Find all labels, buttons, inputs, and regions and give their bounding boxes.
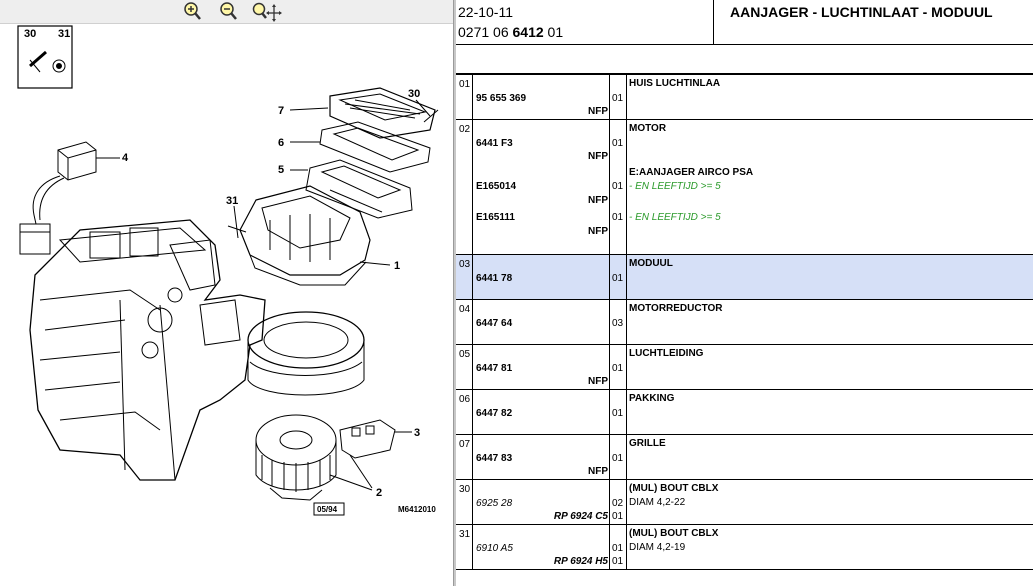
diagram-code: M6412010	[398, 505, 436, 514]
panel-splitter[interactable]	[453, 0, 456, 586]
part-name: MOTOR	[629, 123, 667, 134]
zoom-in-icon[interactable]	[181, 1, 203, 22]
row-index: 02	[459, 124, 471, 135]
condition-note: - EN LEEFTIJD >= 5	[629, 181, 721, 192]
page-title: AANJAGER - LUCHTINLAAT - MODUUL	[730, 4, 993, 20]
callout-6: 6	[278, 137, 284, 149]
quantity: 03	[612, 318, 624, 329]
quantity: 01	[612, 543, 624, 554]
table-row[interactable]: 05 6447 81 NFP 01 LUCHTLEIDING	[456, 345, 1033, 390]
row-index: 31	[459, 529, 471, 540]
table-row-selected[interactable]: 03 6441 78 01 MODUUL	[456, 255, 1033, 300]
quantity: 01	[612, 363, 624, 374]
part-info: DIAM 4,2-19	[629, 542, 686, 553]
part-name: GRILLE	[629, 438, 666, 449]
table-row[interactable]: 30 6925 28 RP 6924 C5 02 01 (MUL) BOUT C…	[456, 480, 1033, 525]
part-reference: 6925 28	[476, 498, 513, 509]
part-reference: 6910 A5	[476, 543, 513, 554]
part-reference: 6447 82	[476, 408, 513, 419]
quantity-secondary: 01	[612, 511, 624, 522]
table-row[interactable]: 31 6910 A5 RP 6924 H5 01 01 (MUL) BOUT C…	[456, 525, 1033, 570]
nfp-flag: NFP	[588, 195, 608, 206]
parts-list-panel: 22-10-11 0271 06 6412 01 AANJAGER - LUCH…	[456, 0, 1033, 586]
condition-note: - EN LEEFTIJD >= 5	[629, 212, 721, 223]
table-row[interactable]: 06 6447 82 01 PAKKING	[456, 390, 1033, 435]
callout-1: 1	[394, 260, 400, 272]
zoom-pan-icon[interactable]	[250, 1, 282, 22]
quantity: 01	[612, 408, 624, 419]
callout-4: 4	[122, 152, 129, 164]
part-name: PAKKING	[629, 393, 675, 404]
nfp-flag: NFP	[588, 466, 608, 477]
nfp-flag: NFP	[588, 226, 608, 237]
callout-2: 2	[376, 487, 382, 499]
diagram-date-stamp: 05/94	[317, 505, 338, 514]
quantity: 02	[612, 498, 624, 509]
callout-31: 31	[58, 28, 70, 40]
quantity: 01	[612, 273, 624, 284]
table-row[interactable]: 02 6441 F3 NFP 01 MOTOR E:AANJAGER AIRCO…	[456, 120, 1033, 255]
callout-3: 3	[414, 427, 420, 439]
table-row[interactable]: 07 6447 83 NFP 01 GRILLE	[456, 435, 1033, 480]
callout-30: 30	[24, 28, 36, 40]
quantity: 01	[612, 181, 624, 192]
part-name: (MUL) BOUT CBLX	[629, 528, 719, 539]
callout-5: 5	[278, 164, 284, 176]
quantity: 01	[612, 212, 624, 223]
part-name: (MUL) BOUT CBLX	[629, 483, 719, 494]
diagram-toolbar	[0, 0, 453, 24]
row-index: 06	[459, 394, 471, 405]
table-row[interactable]: 01 95 655 369 NFP 01 HUIS LUCHTINLAA	[456, 75, 1033, 120]
exploded-view-drawing: 30 31 4 7 6 5 30 31 1 3 2 05/94 M6412010	[17, 25, 439, 516]
quantity-secondary: 01	[612, 556, 624, 567]
table-row[interactable]: 04 6447 64 03 MOTORREDUCTOR	[456, 300, 1033, 345]
part-name: MODUUL	[629, 258, 673, 269]
callout-30-top: 30	[408, 88, 420, 100]
part-reference: 6447 81	[476, 363, 513, 374]
part-name: MOTORREDUCTOR	[629, 303, 723, 314]
replacement-reference: RP 6924 H5	[553, 556, 608, 567]
row-index: 04	[459, 304, 471, 315]
zoom-out-icon[interactable]	[217, 1, 239, 22]
quantity: 01	[612, 453, 624, 464]
row-index: 03	[459, 259, 471, 270]
row-index: 05	[459, 349, 471, 360]
parts-diagram: 30 31 4 7 6 5 30 31 1 3 2 05/94 M6412010	[0, 24, 453, 586]
callout-7: 7	[278, 105, 284, 117]
part-info: E:AANJAGER AIRCO PSA	[629, 167, 754, 178]
sub-part-reference: E165111	[476, 212, 515, 223]
row-index: 01	[459, 79, 471, 90]
diagram-panel: 30 31 4 7 6 5 30 31 1 3 2 05/94 M6412010	[0, 0, 456, 586]
nfp-flag: NFP	[588, 376, 608, 387]
row-index: 07	[459, 439, 471, 450]
part-name: HUIS LUCHTINLAA	[629, 78, 721, 89]
header-reference: 0271 06 6412 01	[458, 24, 564, 40]
part-info: DIAM 4,2-22	[629, 497, 686, 508]
part-reference: 6447 64	[476, 318, 513, 329]
part-reference: 6441 F3	[476, 138, 513, 149]
nfp-flag: NFP	[588, 151, 608, 162]
nfp-flag: NFP	[588, 106, 608, 117]
part-reference: 95 655 369	[476, 93, 527, 104]
quantity: 01	[612, 93, 624, 104]
part-name: LUCHTLEIDING	[629, 348, 704, 359]
part-reference: 6441 78	[476, 273, 513, 284]
quantity: 01	[612, 138, 624, 149]
replacement-reference: RP 6924 C5	[553, 511, 608, 522]
callout-31-left: 31	[226, 195, 238, 207]
row-index: 30	[459, 484, 471, 495]
sub-part-reference: E165014	[476, 181, 517, 192]
part-reference: 6447 83	[476, 453, 513, 464]
header-date: 22-10-11	[458, 4, 514, 20]
